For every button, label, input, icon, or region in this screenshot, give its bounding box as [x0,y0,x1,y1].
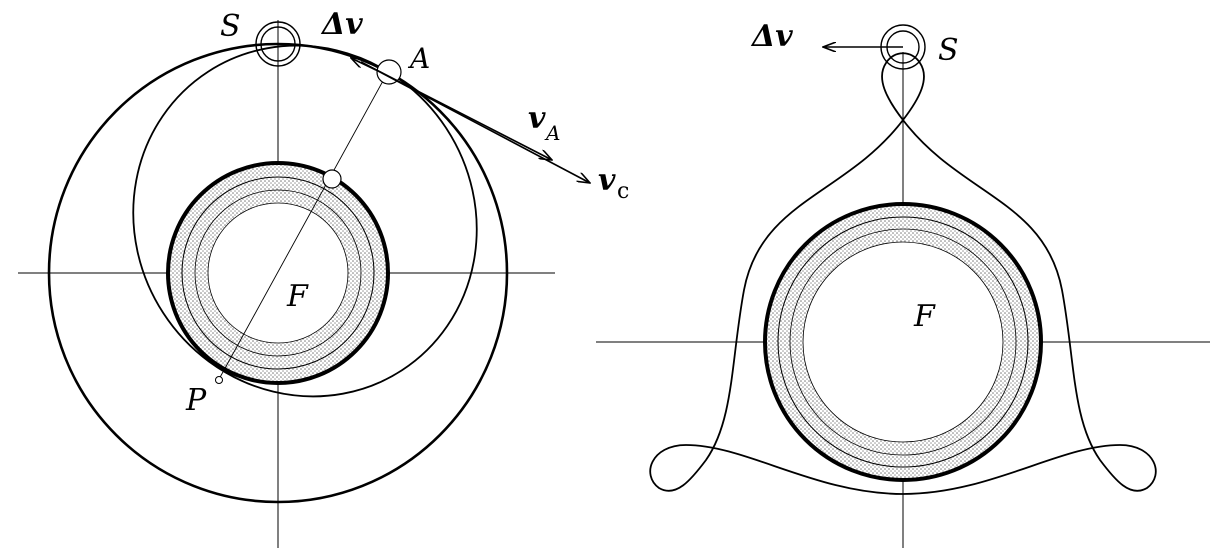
left-label-v-a: v [528,101,546,136]
right-label-delta-v: Δv [750,19,793,54]
point-a-marker [376,59,402,85]
point-p-marker [215,376,223,384]
left-transfer-ellipse [132,44,478,398]
left-panel: S Δv A v A v c F P [18,7,629,548]
left-planet [166,161,390,385]
left-label-delta-v: Δv [320,7,363,42]
left-label-p: P [185,383,207,418]
right-planet [763,202,1043,482]
right-label-s: S [938,33,959,68]
left-label-v-a-subscript: A [544,121,560,145]
left-label-f: F [286,279,309,314]
apse-line [217,69,390,382]
left-outer-orbit [47,42,509,504]
left-label-s: S [220,9,241,44]
left-station-icon [255,21,301,67]
left-label-v-c-subscript: c [617,179,629,204]
right-panel: Δv S F [596,19,1210,548]
vector-delta-v [351,58,377,71]
inner-point-marker [322,169,342,189]
vector-v-c [360,61,590,183]
right-label-f: F [913,299,936,334]
right-looping-trajectory [649,52,1157,495]
left-label-v-c: v [598,163,616,198]
left-label-a: A [407,42,430,75]
